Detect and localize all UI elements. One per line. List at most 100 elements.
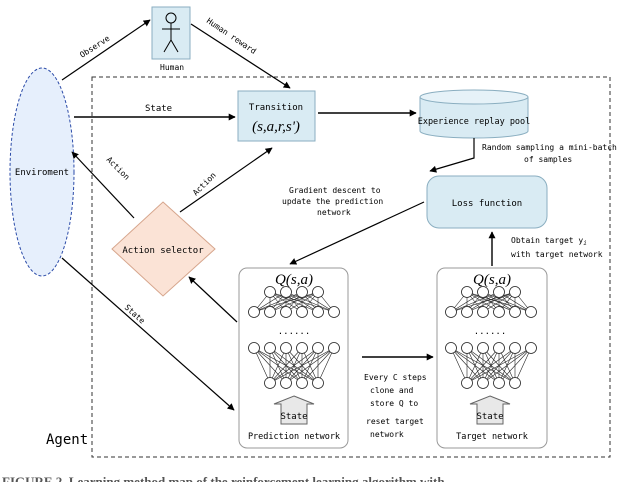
edge-every-label-1: Every C steps [364, 373, 427, 382]
edge-action-up-label: Action [191, 170, 218, 197]
edge-gradient-label-1: Gradient descent to [289, 186, 381, 195]
prediction-dots: ...... [278, 327, 311, 337]
nn-connection [450, 291, 484, 313]
nn-neuron [493, 286, 505, 298]
nn-connection [253, 291, 303, 313]
transition-title: Transition [249, 103, 303, 113]
target-dots: ...... [474, 327, 507, 337]
nn-neuron [312, 286, 324, 298]
edge-every-label-4: reset target [366, 417, 424, 426]
nn-connection [482, 347, 532, 384]
nn-connection [253, 347, 271, 384]
nn-neuron [461, 306, 473, 318]
edge-every-label-2: clone and [370, 386, 414, 395]
nn-neuron [248, 342, 260, 354]
edge-action-up [179, 147, 273, 213]
nn-connection [466, 347, 516, 384]
nn-neuron [296, 342, 308, 354]
nn-neuron [493, 306, 505, 318]
edge-sampling [429, 138, 475, 173]
environment-node [9, 67, 75, 277]
nn-neuron [477, 342, 489, 354]
edge-observe [61, 19, 151, 81]
nn-connection [269, 347, 287, 384]
edge-sampling-label-1: Random sampling a mini-batch [482, 143, 617, 152]
nn-connection [466, 347, 484, 384]
nn-connection [269, 347, 319, 384]
nn-neuron [445, 342, 457, 354]
replay-pool-label: Experience replay pool [418, 117, 531, 127]
nn-neuron [509, 342, 521, 354]
edge-every-label-3: store Q to [370, 399, 418, 408]
agent-boundary [91, 76, 611, 458]
nn-neuron [296, 377, 308, 389]
nn-neuron [493, 342, 505, 354]
nn-neuron [328, 306, 340, 318]
nn-connection [450, 291, 500, 313]
nn-neuron [280, 286, 292, 298]
nn-neuron [264, 306, 276, 318]
nn-neuron [312, 342, 324, 354]
action-selector-label: Action selector [122, 246, 204, 256]
nn-connection [514, 347, 532, 384]
human-node [151, 6, 191, 60]
transition-formula: (s,a,r,s') [252, 119, 300, 135]
transition-box [237, 90, 316, 142]
target-q: Q(s,a) [473, 272, 511, 288]
nn-neuron [280, 377, 292, 389]
edge-obtain-label-main: Obtain target y [511, 236, 583, 245]
nn-neuron [445, 306, 457, 318]
agent-label: Agent [46, 432, 88, 448]
nn-connection [285, 347, 335, 384]
edge-obtain-label-1: Obtain target yi [511, 236, 587, 247]
action-selector-node [111, 201, 216, 297]
edge-gradient-label-2: update the prediction [282, 197, 383, 206]
edge-gradient [289, 201, 425, 265]
nn-neuron [280, 342, 292, 354]
loss-function-box [426, 175, 548, 229]
target-network-label: Target network [456, 432, 528, 442]
target-state-label: State [476, 412, 503, 422]
nn-connection [269, 291, 319, 313]
nn-neuron [328, 342, 340, 354]
edge-pred-to-selector [188, 276, 238, 323]
edge-human-reward [190, 23, 291, 89]
nn-connection [285, 291, 319, 313]
caption-fragment: FIGURE 2. Learning method map of the rei… [2, 474, 445, 482]
nn-neuron [509, 306, 521, 318]
nn-connection [253, 291, 287, 313]
nn-neuron [493, 377, 505, 389]
prediction-q: Q(s,a) [275, 272, 313, 288]
prediction-network-label: Prediction network [248, 432, 340, 442]
edge-observe-label: Observe [78, 34, 111, 60]
nn-neuron [280, 306, 292, 318]
edge-action-left-label: Action [105, 155, 132, 182]
nn-neuron [264, 342, 276, 354]
loss-function-label: Loss function [452, 199, 522, 209]
target-neural-net [445, 286, 537, 389]
environment-label: Enviroment [15, 168, 69, 178]
nn-neuron [525, 342, 537, 354]
nn-neuron [477, 306, 489, 318]
nn-connection [253, 291, 319, 313]
edge-every-label-5: network [370, 430, 404, 439]
target-state-arrow [469, 395, 511, 425]
nn-connection [269, 347, 303, 384]
nn-neuron [461, 286, 473, 298]
nn-neuron [296, 306, 308, 318]
edge-action-left [71, 151, 135, 219]
prediction-state-arrow [273, 395, 315, 425]
nn-connection [466, 291, 516, 313]
nn-connection [450, 347, 468, 384]
nn-neuron [296, 286, 308, 298]
nn-connection [498, 347, 532, 384]
nn-connection [269, 347, 335, 384]
nn-connection [466, 347, 532, 384]
human-label: Human [160, 63, 184, 72]
nn-neuron [509, 286, 521, 298]
nn-neuron [264, 377, 276, 389]
nn-neuron [461, 377, 473, 389]
edge-state-top-label: State [145, 104, 172, 114]
nn-neuron [477, 286, 489, 298]
nn-neuron [477, 377, 489, 389]
